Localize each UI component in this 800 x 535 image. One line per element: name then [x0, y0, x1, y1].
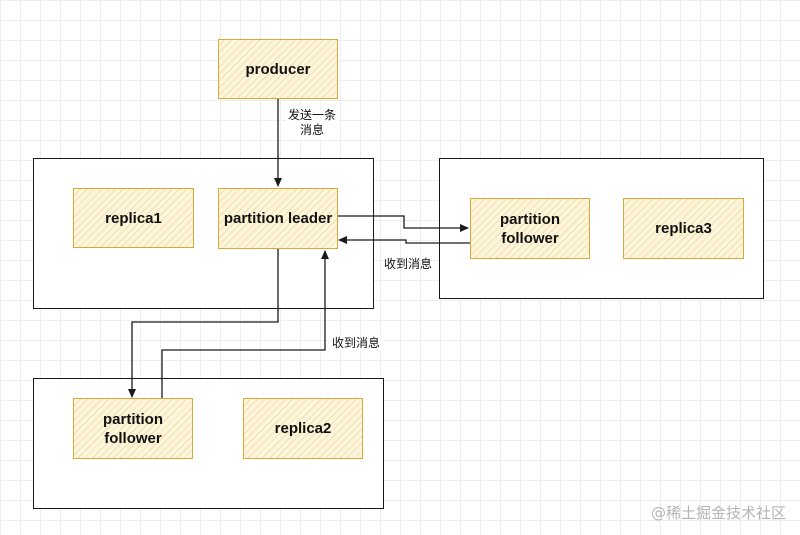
replica1-node[interactable]: replica1 [73, 188, 194, 248]
bottom-partition-follower-node[interactable]: partition follower [73, 398, 193, 459]
leader-to-bottom-follower-arrow [128, 249, 279, 398]
leader-to-right-follower-arrow [337, 215, 469, 232]
partition-leader-node[interactable]: partition leader [218, 188, 338, 249]
send-message-label: 发送一条 消息 [286, 108, 338, 138]
right-ack-label: 收到消息 [383, 257, 432, 271]
bottom-follower-ack-arrow [161, 250, 329, 398]
producer-node[interactable]: producer [218, 39, 338, 99]
watermark-text: @稀土掘金技术社区 [650, 504, 786, 522]
right-follower-ack-arrow [338, 236, 470, 244]
bottom-ack-label: 收到消息 [328, 336, 384, 351]
right-partition-follower-node[interactable]: partition follower [470, 198, 590, 259]
replica2-node[interactable]: replica2 [243, 398, 363, 459]
replica3-node[interactable]: replica3 [623, 198, 744, 259]
